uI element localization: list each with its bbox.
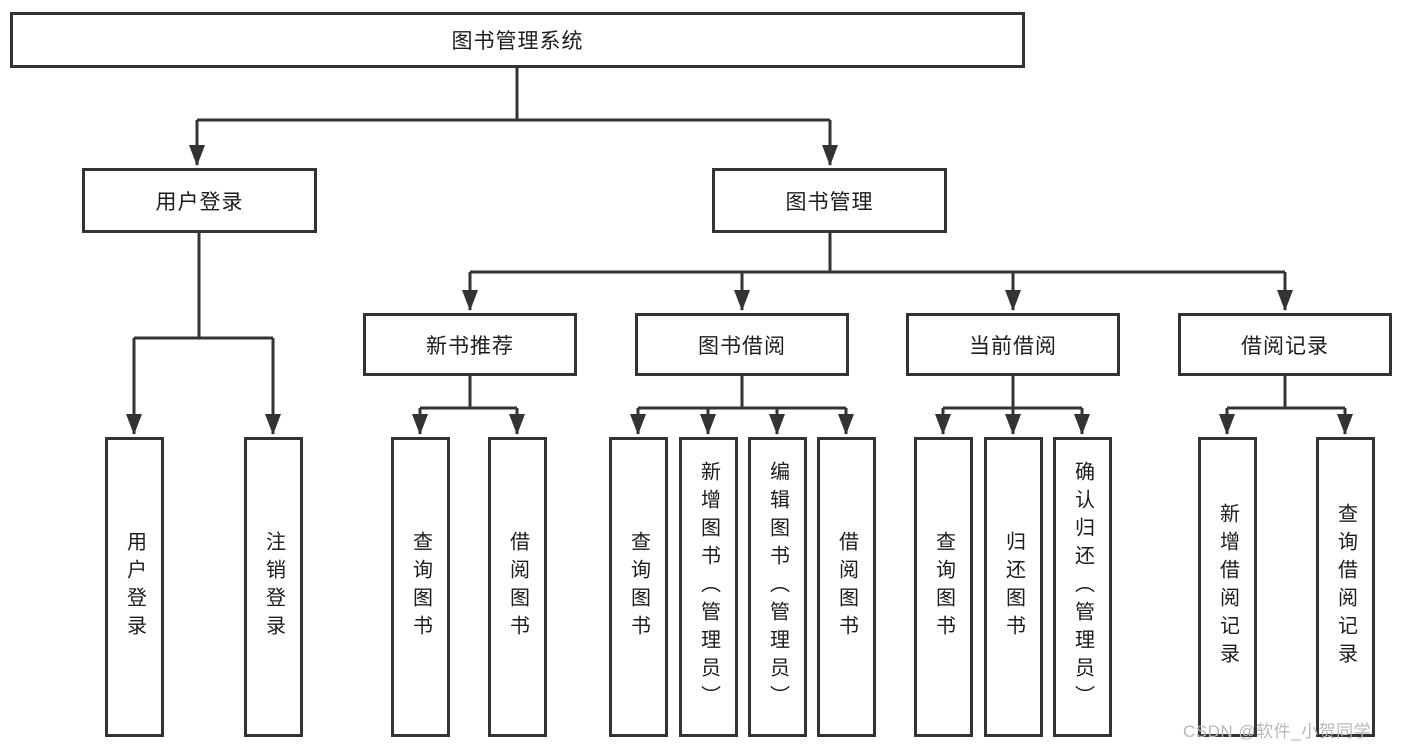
connector-group <box>126 68 1353 435</box>
node-book-borrow: 图书借阅 <box>635 313 849 376</box>
leaf-nb-query-books: 查询图书 <box>391 437 450 737</box>
node-new-books: 新书推荐 <box>363 313 577 376</box>
leaf-logout-label: 注销登录 <box>262 531 285 643</box>
node-user-login-label: 用户登录 <box>155 190 244 214</box>
leaf-cb-return-books-label: 归还图书 <box>1002 531 1025 643</box>
leaf-bb-borrow-books-label: 借阅图书 <box>835 531 858 643</box>
leaf-bb-add-books-label: 新增图书（管理员） <box>697 461 720 713</box>
node-book-mgmt: 图书管理 <box>712 168 947 233</box>
leaf-user-login-label: 用户登录 <box>123 531 146 643</box>
leaf-bb-borrow-books: 借阅图书 <box>817 437 876 737</box>
node-current-borrow: 当前借阅 <box>906 313 1120 376</box>
leaf-bb-query-books: 查询图书 <box>609 437 668 737</box>
node-current-borrow-label: 当前借阅 <box>969 334 1057 358</box>
node-new-books-label: 新书推荐 <box>426 334 514 358</box>
leaf-cb-query-books: 查询图书 <box>914 437 973 737</box>
node-book-borrow-label: 图书借阅 <box>698 334 786 358</box>
node-root: 图书管理系统 <box>10 12 1025 68</box>
leaf-nb-borrow-books-label: 借阅图书 <box>506 531 529 643</box>
csdn-watermark: CSDN @软件_小贺同学 <box>1183 722 1372 741</box>
leaf-rec-add-record-label: 新增借阅记录 <box>1216 503 1239 671</box>
node-borrow-records-label: 借阅记录 <box>1241 334 1329 358</box>
leaf-bb-query-books-label: 查询图书 <box>627 531 650 643</box>
leaf-bb-edit-books: 编辑图书（管理员） <box>748 437 807 737</box>
leaf-bb-add-books: 新增图书（管理员） <box>679 437 738 737</box>
leaf-nb-borrow-books: 借阅图书 <box>488 437 547 737</box>
leaf-rec-query-record-label: 查询借阅记录 <box>1334 503 1357 671</box>
leaf-cb-confirm-return: 确认归还（管理员） <box>1053 437 1112 737</box>
leaf-user-login: 用户登录 <box>105 437 164 737</box>
leaf-bb-edit-books-label: 编辑图书（管理员） <box>766 461 789 713</box>
node-borrow-records: 借阅记录 <box>1178 313 1392 376</box>
leaf-rec-add-record: 新增借阅记录 <box>1198 437 1257 737</box>
leaf-cb-query-books-label: 查询图书 <box>932 531 955 643</box>
leaf-logout: 注销登录 <box>244 437 303 737</box>
leaf-cb-confirm-return-label: 确认归还（管理员） <box>1071 461 1094 713</box>
leaf-nb-query-books-label: 查询图书 <box>409 531 432 643</box>
leaf-cb-return-books: 归还图书 <box>984 437 1043 737</box>
node-book-mgmt-label: 图书管理 <box>785 190 874 214</box>
node-user-login: 用户登录 <box>82 168 317 233</box>
leaf-rec-query-record: 查询借阅记录 <box>1316 437 1375 737</box>
node-root-label: 图书管理系统 <box>451 30 584 53</box>
